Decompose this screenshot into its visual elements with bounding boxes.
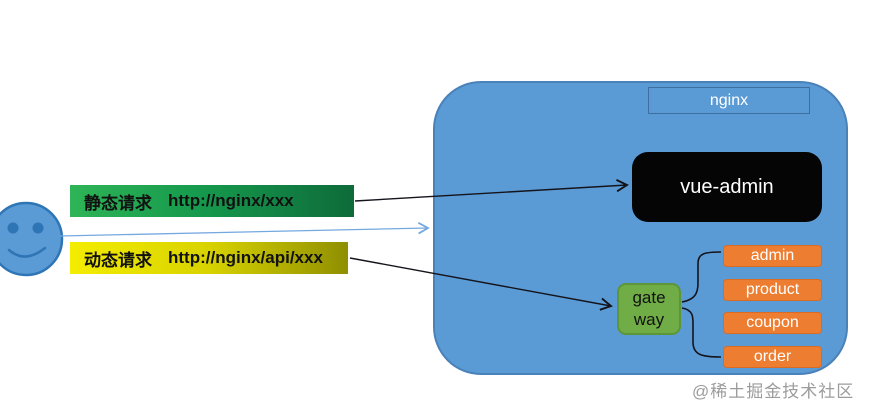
vue-admin-box: vue-admin (632, 152, 822, 222)
dynamic-request-label: 动态请求 (84, 250, 152, 270)
arrow-user-to-nginx (59, 222, 430, 237)
gateway-label-line1: gate (632, 287, 666, 307)
service-label: product (745, 281, 800, 298)
static-request-url: http://nginx/xxx (168, 191, 294, 210)
service-box-coupon: coupon (723, 312, 822, 334)
smiley-mouth (7, 246, 47, 258)
service-label: order (753, 348, 792, 365)
dynamic-request-bar: 动态请求 http://nginx/api/xxx (70, 242, 348, 274)
service-box-order: order (723, 346, 822, 368)
static-request-label: 静态请求 (84, 193, 152, 213)
nginx-title: nginx (709, 91, 749, 109)
service-box-admin: admin (723, 245, 822, 267)
static-request-bar: 静态请求 http://nginx/xxx (70, 185, 354, 217)
service-label: coupon (746, 314, 799, 331)
gateway-box: gate way (617, 283, 681, 335)
gateway-label-line2: way (633, 310, 665, 329)
service-label: admin (750, 247, 795, 264)
smiley-user-icon (0, 201, 64, 277)
smiley-left-eye (7, 222, 19, 234)
service-box-product: product (723, 279, 822, 301)
vue-admin-label: vue-admin (680, 175, 774, 198)
dynamic-request-url: http://nginx/api/xxx (168, 248, 323, 267)
smiley-right-eye (32, 222, 44, 234)
watermark-text: @稀土掘金技术社区 (692, 382, 855, 401)
nginx-title-box: nginx (648, 87, 810, 114)
